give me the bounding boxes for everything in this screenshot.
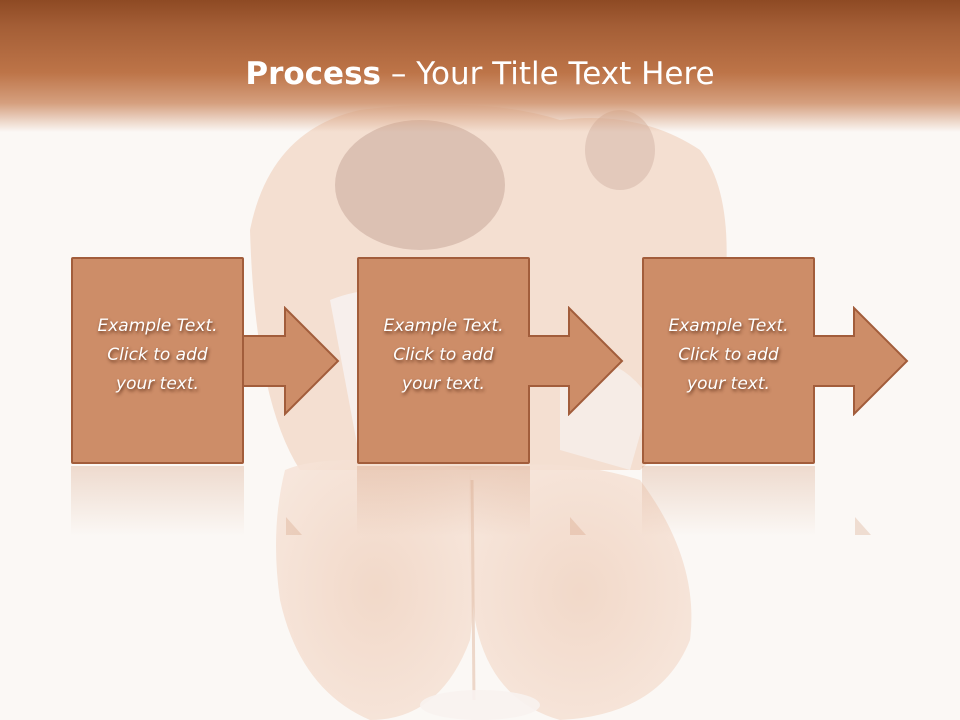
- step-text-line: Example Text.: [668, 316, 789, 336]
- process-step-box[interactable]: Example Text. Click to add your text.: [357, 257, 530, 464]
- step-text-line: your text.: [687, 374, 770, 394]
- step-text-line: Click to add: [393, 345, 494, 365]
- right-arrow-icon[interactable]: [528, 306, 624, 416]
- header-band: [0, 0, 960, 132]
- slide-title[interactable]: Process – Your Title Text Here: [0, 52, 960, 96]
- step-text-line: Example Text.: [97, 316, 218, 336]
- step-text-line: Example Text.: [383, 316, 504, 336]
- box-reflection: [642, 466, 815, 536]
- right-arrow-icon[interactable]: [813, 306, 909, 416]
- box-reflection: [71, 466, 244, 536]
- step-text-line: your text.: [402, 374, 485, 394]
- step-text[interactable]: Example Text. Click to add your text.: [73, 312, 242, 399]
- right-arrow-icon[interactable]: [244, 306, 340, 416]
- step-text[interactable]: Example Text. Click to add your text.: [644, 312, 813, 399]
- step-text-line: Click to add: [107, 345, 208, 365]
- title-rest: – Your Title Text Here: [381, 56, 715, 92]
- box-reflection: [357, 466, 530, 536]
- step-text-line: your text.: [116, 374, 199, 394]
- arrow-reflection: [855, 517, 871, 535]
- arrow-reflection: [286, 517, 302, 535]
- arrow-reflection: [570, 517, 586, 535]
- step-text-line: Click to add: [678, 345, 779, 365]
- process-step-box[interactable]: Example Text. Click to add your text.: [71, 257, 244, 464]
- title-bold: Process: [245, 56, 381, 92]
- process-step-box[interactable]: Example Text. Click to add your text.: [642, 257, 815, 464]
- step-text[interactable]: Example Text. Click to add your text.: [359, 312, 528, 399]
